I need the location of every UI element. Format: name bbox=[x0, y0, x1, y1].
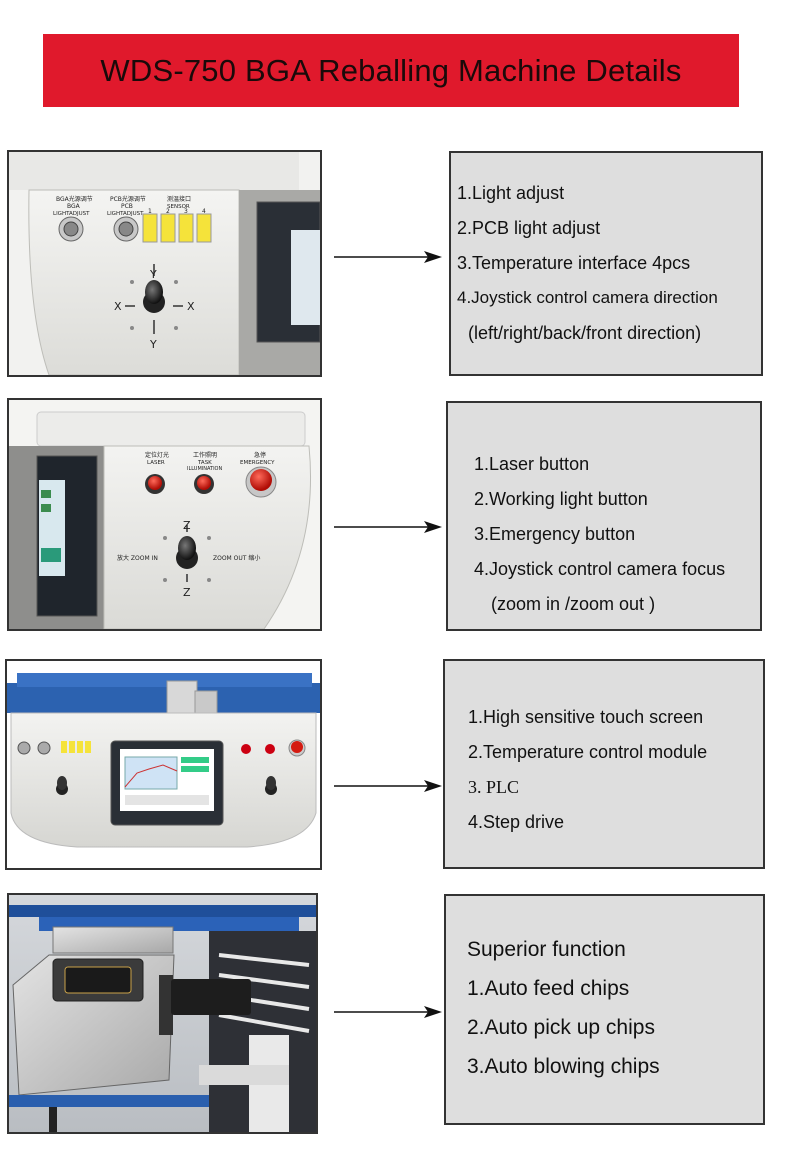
sensor-num-3: 3 bbox=[184, 208, 188, 215]
sensor-num-1: 1 bbox=[148, 208, 152, 215]
info-line: 2.PCB light adjust bbox=[457, 218, 601, 238]
title-banner: WDS-750 BGA Reballing Machine Details bbox=[43, 34, 739, 107]
info-line: Superior function bbox=[467, 938, 626, 961]
info-box-section-1: 1.Light adjust 2.PCB light adjust 3.Temp… bbox=[449, 151, 763, 376]
info-line: 1.High sensitive touch screen bbox=[468, 707, 704, 727]
auto-feed-illustration bbox=[9, 895, 316, 1132]
info-box-section-2: 1.Laser button 2.Working light button 3.… bbox=[446, 401, 762, 631]
info-line: 4.Joystick control camera focus bbox=[474, 559, 726, 579]
info-line: 1.Auto feed chips bbox=[467, 977, 630, 1000]
info-line: 2.Working light button bbox=[474, 489, 648, 509]
knob2-en-label: LIGHTADJUST bbox=[107, 211, 144, 217]
knob2-sub-label: PCB bbox=[121, 203, 133, 210]
task-en-label: TASK bbox=[197, 460, 212, 466]
info-line: 4.Step drive bbox=[468, 812, 565, 832]
zoom-in-label: 放大 ZOOM IN bbox=[117, 554, 158, 562]
info-box-section-3: 1.High sensitive touch screen 2.Temperat… bbox=[443, 659, 765, 869]
sensor-num-2: 2 bbox=[166, 208, 170, 215]
info-line: 1.Laser button bbox=[474, 454, 590, 474]
knob1-sub-label: BGA bbox=[67, 203, 81, 210]
control-panel-left-illustration: BGA光源调节 BGA LIGHTADJUST PCB光源调节 PCB LIGH… bbox=[9, 152, 320, 375]
x-left-label: X bbox=[114, 300, 122, 313]
info-line: 2.Temperature control module bbox=[468, 742, 708, 762]
info-line: (left/right/back/front direction) bbox=[468, 323, 702, 343]
photo-auto-feed-mechanism bbox=[7, 893, 318, 1134]
z-bottom-label: Z bbox=[183, 586, 191, 599]
control-panel-right-illustration: 定位灯光 LASER 工作照明 TASK ILLUMINATION 急停 EME… bbox=[9, 400, 320, 629]
info-line: 3.Emergency button bbox=[474, 524, 636, 544]
info-line: 3.Auto blowing chips bbox=[467, 1055, 660, 1078]
info-line: 1.Light adjust bbox=[457, 183, 565, 203]
info-line: 2.Auto pick up chips bbox=[467, 1016, 655, 1039]
arrow-right-icon bbox=[334, 780, 442, 792]
photo-control-panel-left: BGA光源调节 BGA LIGHTADJUST PCB光源调节 PCB LIGH… bbox=[7, 150, 322, 377]
laser-en-label: LASER bbox=[147, 460, 165, 466]
info-line: 3. PLC bbox=[468, 777, 520, 797]
y-bottom-label: Y bbox=[149, 338, 157, 351]
arrow-right-icon bbox=[334, 251, 442, 263]
task-cn-label: 工作照明 bbox=[193, 451, 217, 459]
sensor-en-label: SENSOR bbox=[167, 204, 190, 210]
info-line: 3.Temperature interface 4pcs bbox=[457, 253, 691, 273]
sensor-cn-label: 测温接口 bbox=[167, 195, 191, 203]
page-title: WDS-750 BGA Reballing Machine Details bbox=[100, 52, 682, 88]
x-right-label: X bbox=[187, 300, 195, 313]
z-top-label: Z bbox=[183, 519, 191, 532]
emergency-en-label: EMERGENCY bbox=[240, 460, 275, 466]
task-en2-label: ILLUMINATION bbox=[187, 466, 222, 472]
y-top-label: Y bbox=[149, 268, 157, 281]
knob1-label: BGA光源调节 bbox=[56, 195, 93, 203]
knob1-en-label: LIGHTADJUST bbox=[53, 211, 90, 217]
emergency-cn-label: 急停 bbox=[254, 451, 266, 459]
sensor-num-4: 4 bbox=[202, 208, 206, 215]
photo-control-panel-right: 定位灯光 LASER 工作照明 TASK ILLUMINATION 急停 EME… bbox=[7, 398, 322, 631]
zoom-out-label: ZOOM OUT 缩小 bbox=[213, 554, 260, 562]
info-box-section-4: Superior function 1.Auto feed chips 2.Au… bbox=[444, 894, 765, 1125]
laser-cn-label: 定位灯光 bbox=[145, 451, 169, 459]
arrow-right-icon bbox=[334, 521, 442, 533]
photo-machine-front bbox=[5, 659, 322, 870]
knob2-label: PCB光源调节 bbox=[110, 195, 146, 203]
info-line: (zoom in /zoom out ) bbox=[491, 594, 656, 614]
machine-front-illustration bbox=[7, 661, 320, 868]
arrow-right-icon bbox=[334, 1006, 442, 1018]
info-line: 4.Joystick control camera direction bbox=[457, 288, 718, 307]
